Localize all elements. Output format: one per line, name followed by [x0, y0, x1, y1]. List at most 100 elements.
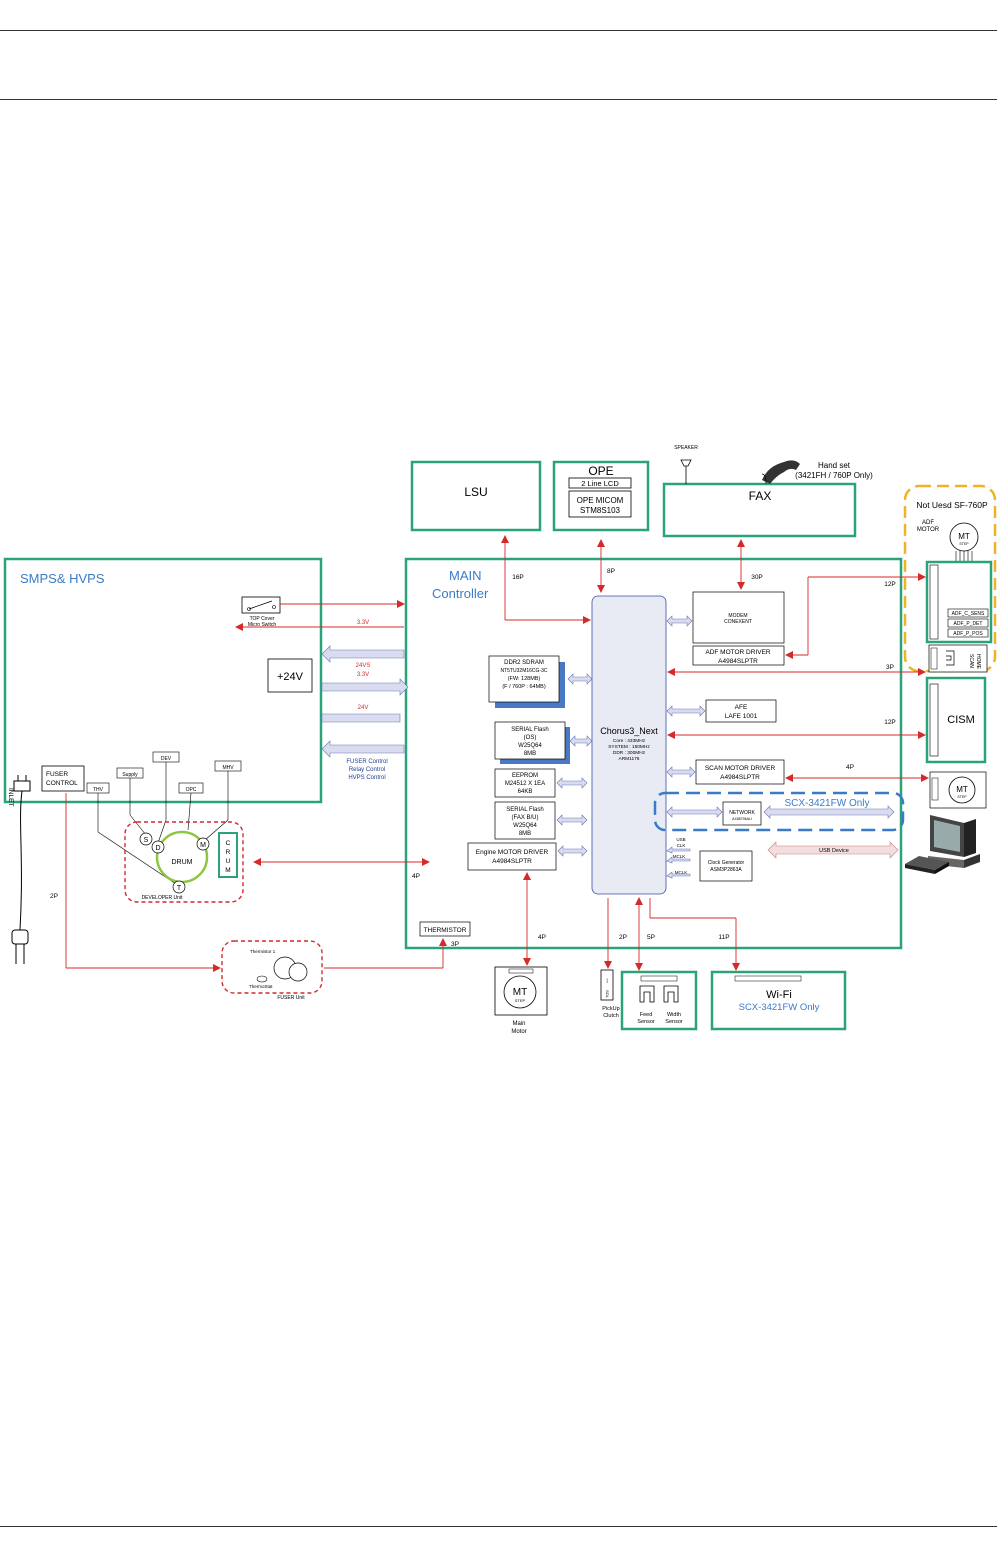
computer-icon	[905, 815, 980, 874]
flash-fax-l2: (FAX B/U)	[511, 815, 538, 821]
adf-driver-l1: ADF MOTOR DRIVER	[705, 649, 771, 656]
pressure-roller-icon	[288, 962, 308, 982]
roller-t-icon	[172, 880, 186, 894]
network-chip	[722, 801, 762, 826]
adf-connector-pins	[929, 564, 939, 640]
ddr2-l4: (F / 760P : 64MB)	[502, 684, 545, 690]
afe-block	[705, 699, 777, 723]
engine-motor-driver	[467, 842, 557, 871]
opc-label: OPC	[186, 787, 197, 793]
mhv-label: MHV	[222, 765, 234, 771]
pin-wifi: 11P	[718, 934, 729, 941]
ddr2-l3: (FW: 128MB)	[508, 676, 541, 682]
thermistor1-label: Thermistor 1	[250, 949, 276, 954]
eeprom	[494, 768, 556, 798]
crum-chip	[218, 832, 238, 878]
afe-l2: LAFE 1001	[725, 713, 758, 720]
roller-s-icon	[139, 832, 153, 846]
lsu-label: LSU	[464, 485, 487, 499]
clk-mclk-label-1: MCLK	[673, 854, 686, 859]
smps-hvps-block	[3, 557, 323, 804]
power-33v-2: 3.3V	[357, 672, 369, 678]
inlet-label: INLET	[7, 788, 14, 806]
ddr2-sdram	[488, 655, 560, 703]
modem-l1: MODEM	[728, 613, 747, 619]
power-24v: 24V	[358, 705, 369, 711]
developer-unit-label: DEVELOPER Unit	[142, 895, 183, 901]
eeprom-l1: EEPROM	[512, 773, 538, 779]
cpu-spec-3: DDR : 300MHz	[613, 750, 646, 756]
feed-sensor-l2: Sensor	[637, 1019, 655, 1025]
fuser-unit-label: FUSER Unit	[277, 995, 305, 1001]
main-motor-icon	[503, 975, 537, 1009]
roller-t-label: T	[177, 885, 182, 892]
adf-p-det-label: ADF_P_DET	[954, 621, 983, 627]
thv-label: THV	[93, 787, 104, 793]
fuser-control-box	[41, 765, 85, 792]
crum-u: U	[226, 858, 231, 865]
cism-label: CISM	[947, 714, 975, 726]
adf-driver-l2: A4984SLPTR	[718, 658, 758, 665]
scan-driver-l2: A4984SLPTR	[720, 774, 760, 781]
roller-m-label: M	[200, 842, 206, 849]
memory-bus-arrows	[556, 673, 593, 857]
flash-os-l4: 8MB	[524, 751, 536, 757]
flash-fax-l3: W25Q64	[513, 823, 537, 829]
thermostat-icon	[256, 975, 268, 983]
power-33v-1: 3.3V	[357, 620, 369, 626]
main-title-2: Controller	[432, 586, 489, 601]
usb-device-arrow	[767, 841, 899, 859]
ope-label: OPE	[588, 464, 613, 478]
adf-motor-mt: MT	[958, 532, 970, 541]
cpu-spec-1: Core : 433MHz	[613, 738, 646, 744]
pickup-l1: PickUp	[602, 1006, 619, 1012]
cpu-chorus3	[591, 595, 667, 895]
ddr2-l2: NT5TU32M16CG-3C	[501, 668, 548, 674]
handset-l2: (3421FH / 760P Only)	[795, 471, 873, 480]
scan-motor-icon	[948, 776, 976, 804]
footer-rule	[0, 1526, 997, 1527]
top-cover-label-2: Micro Switch	[248, 622, 277, 628]
scan-home-l2: HOME	[975, 654, 981, 670]
lsu-block	[410, 460, 542, 532]
handset-icon	[761, 460, 800, 485]
adf-motor-driver	[692, 645, 785, 666]
fuser-ctrl-l3: HVPS Control	[348, 775, 385, 781]
fax-block	[662, 482, 857, 538]
ope-lcd-label: 2 Line LCD	[581, 479, 619, 488]
pin-crum: 4P	[412, 873, 420, 880]
thermistor-box	[419, 921, 471, 937]
pin-lsu: 16P	[512, 574, 524, 581]
crum-r: R	[226, 849, 231, 856]
serial-flash-fax	[494, 801, 556, 840]
pin-scan-home: 3P	[886, 664, 894, 671]
width-sensor-icon	[663, 985, 679, 1003]
flash-os-l1: SERIAL Flash	[511, 727, 548, 733]
clock-l1: Clock Generator	[708, 860, 745, 866]
not-used-label: Not Uesd SF-760P	[916, 500, 988, 510]
main-motor-l1: Main	[512, 1021, 525, 1027]
pin-pickup: 2P	[619, 934, 627, 941]
sol-mark: ]	[606, 978, 607, 983]
adf-p-det	[947, 618, 989, 628]
wifi-label: Wi-Fi	[766, 989, 792, 1001]
scan-driver-l1: SCAN MOTOR DRIVER	[705, 765, 776, 772]
fuser-unit-outline	[221, 940, 323, 994]
eeprom-l2: M24512 X 1EA	[505, 781, 545, 787]
roller-d-icon	[151, 840, 165, 854]
adf-p-pos-label: ADF_P_POS	[953, 631, 983, 637]
cpu-spec-4: ARM1176	[619, 756, 640, 762]
ope-micom-l1: OPE MICOM	[577, 496, 624, 505]
main-motor-l2: Motor	[511, 1029, 526, 1035]
power-bus-arrows	[321, 645, 409, 758]
ope-lcd	[568, 477, 632, 489]
peripheral-bus-arrows	[666, 615, 895, 879]
feed-sensor-icon	[639, 985, 655, 1003]
flash-os-l2: (OS)	[524, 735, 537, 741]
serial-flash-os	[494, 721, 566, 760]
fuser-ctrl-l1: FUSER Control	[346, 759, 387, 765]
scx-only-region	[653, 791, 905, 832]
pin-adf: 12P	[884, 581, 896, 588]
roller-s-label: S	[144, 837, 149, 844]
pin-sensors: 5P	[647, 934, 655, 941]
